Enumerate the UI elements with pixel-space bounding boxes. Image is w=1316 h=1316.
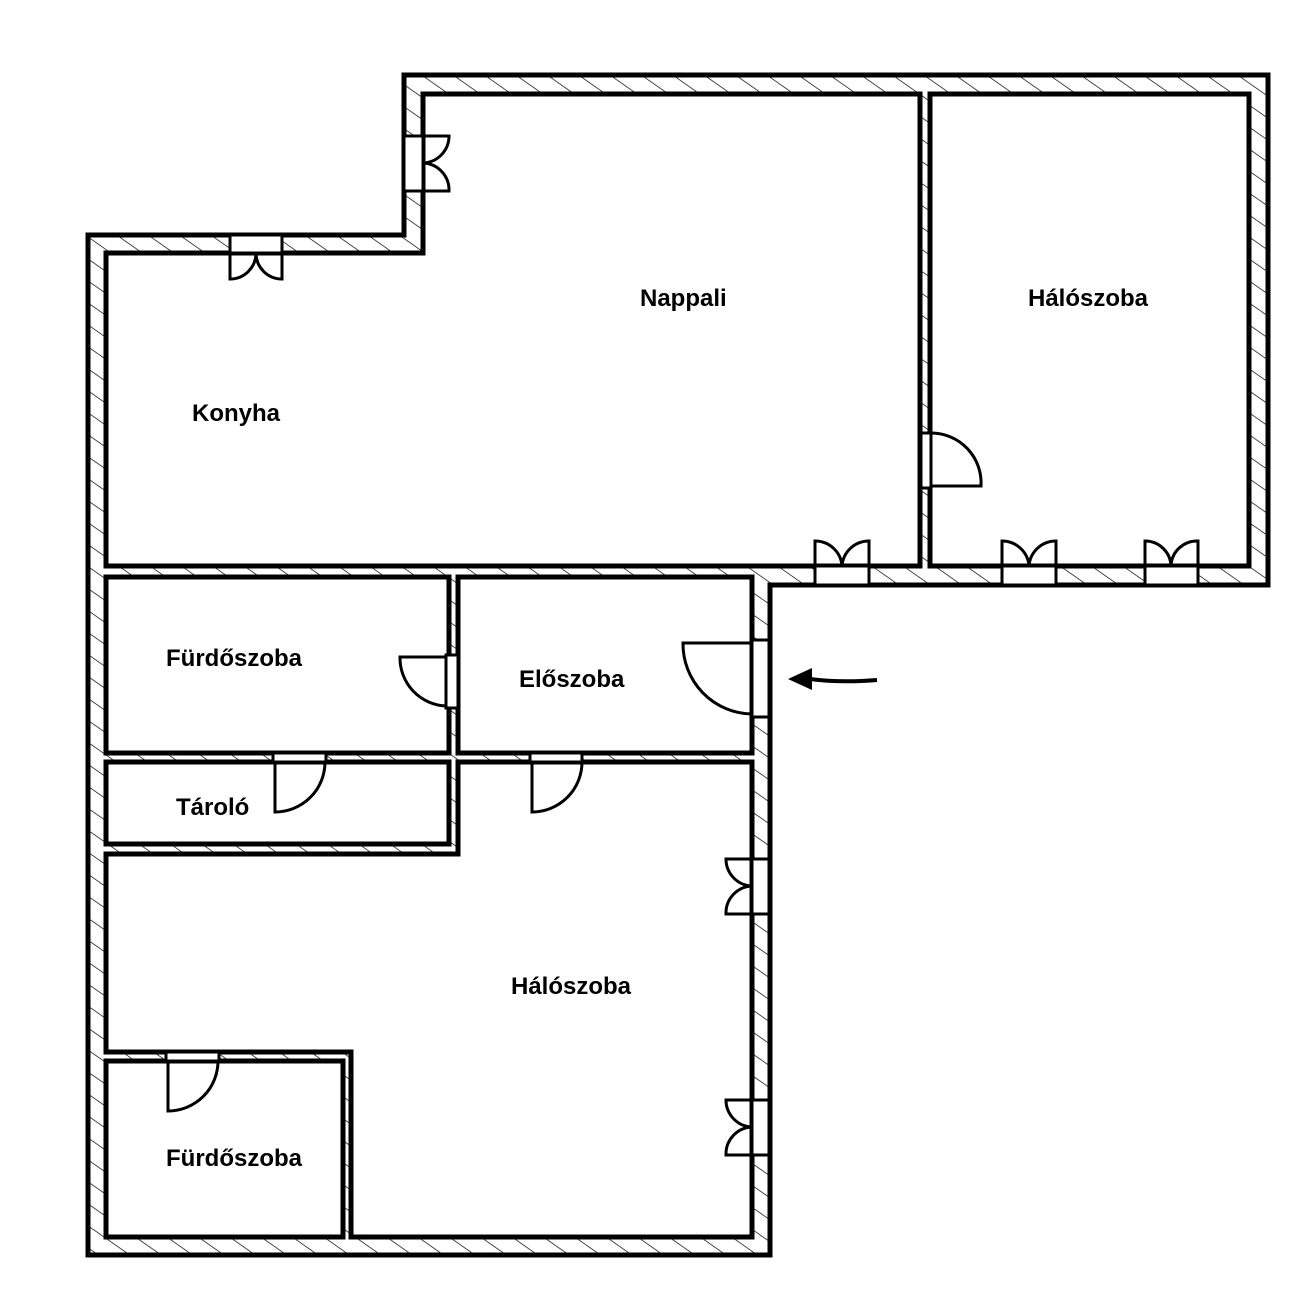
- room-label-kitchen: Konyha: [192, 400, 281, 427]
- room-label-bedroom-2: Hálószoba: [511, 973, 632, 1000]
- partition-band-bath2-top: [106, 1052, 351, 1061]
- door-storage: [271, 751, 328, 814]
- bedroom-1-outline: [927, 91, 1252, 569]
- room-label-storage: Tároló: [176, 794, 249, 821]
- window-living-bottom: [813, 539, 871, 587]
- entrance-arrow: [788, 668, 878, 690]
- window-bedroom-1-bottom-b: [1143, 539, 1200, 587]
- entrance-door: [681, 638, 771, 719]
- room-label-living-room: Nappali: [640, 285, 727, 312]
- living-kitchen-outline: [103, 91, 923, 569]
- door-bedroom-1: [919, 431, 983, 490]
- storage-outline: [103, 759, 452, 847]
- partition-band-vertical-right: [921, 94, 930, 566]
- room-label-bathroom-1: Fürdőszoba: [166, 645, 303, 672]
- room-label-bathroom-2: Fürdőszoba: [166, 1145, 303, 1172]
- room-label-bedroom-1: Hálószoba: [1028, 285, 1149, 312]
- window-bedroom-2-right-b: [724, 1098, 771, 1157]
- partition-band-storage-right: [449, 762, 458, 852]
- outer-wall-outline: [85, 72, 1271, 1258]
- bathroom-2-outline: [103, 1058, 346, 1240]
- hall-outline: [455, 574, 755, 756]
- bedroom-2-outline: [103, 759, 755, 1240]
- partition-band-mid: [106, 753, 752, 762]
- door-bathroom-2: [164, 1050, 221, 1113]
- partition-band-storage-bottom: [106, 845, 458, 854]
- partition-band-horizontal-top: [106, 566, 921, 577]
- partition-band-bath2-right: [343, 1052, 351, 1237]
- window-living-left: [402, 134, 451, 193]
- door-bathroom-1: [398, 653, 460, 710]
- window-bedroom-2-right-a: [724, 857, 771, 916]
- window-kitchen-top: [228, 233, 284, 281]
- door-bedroom-2: [528, 751, 584, 814]
- room-label-hall: Előszoba: [519, 666, 625, 693]
- window-bedroom-1-bottom-a: [1000, 539, 1058, 587]
